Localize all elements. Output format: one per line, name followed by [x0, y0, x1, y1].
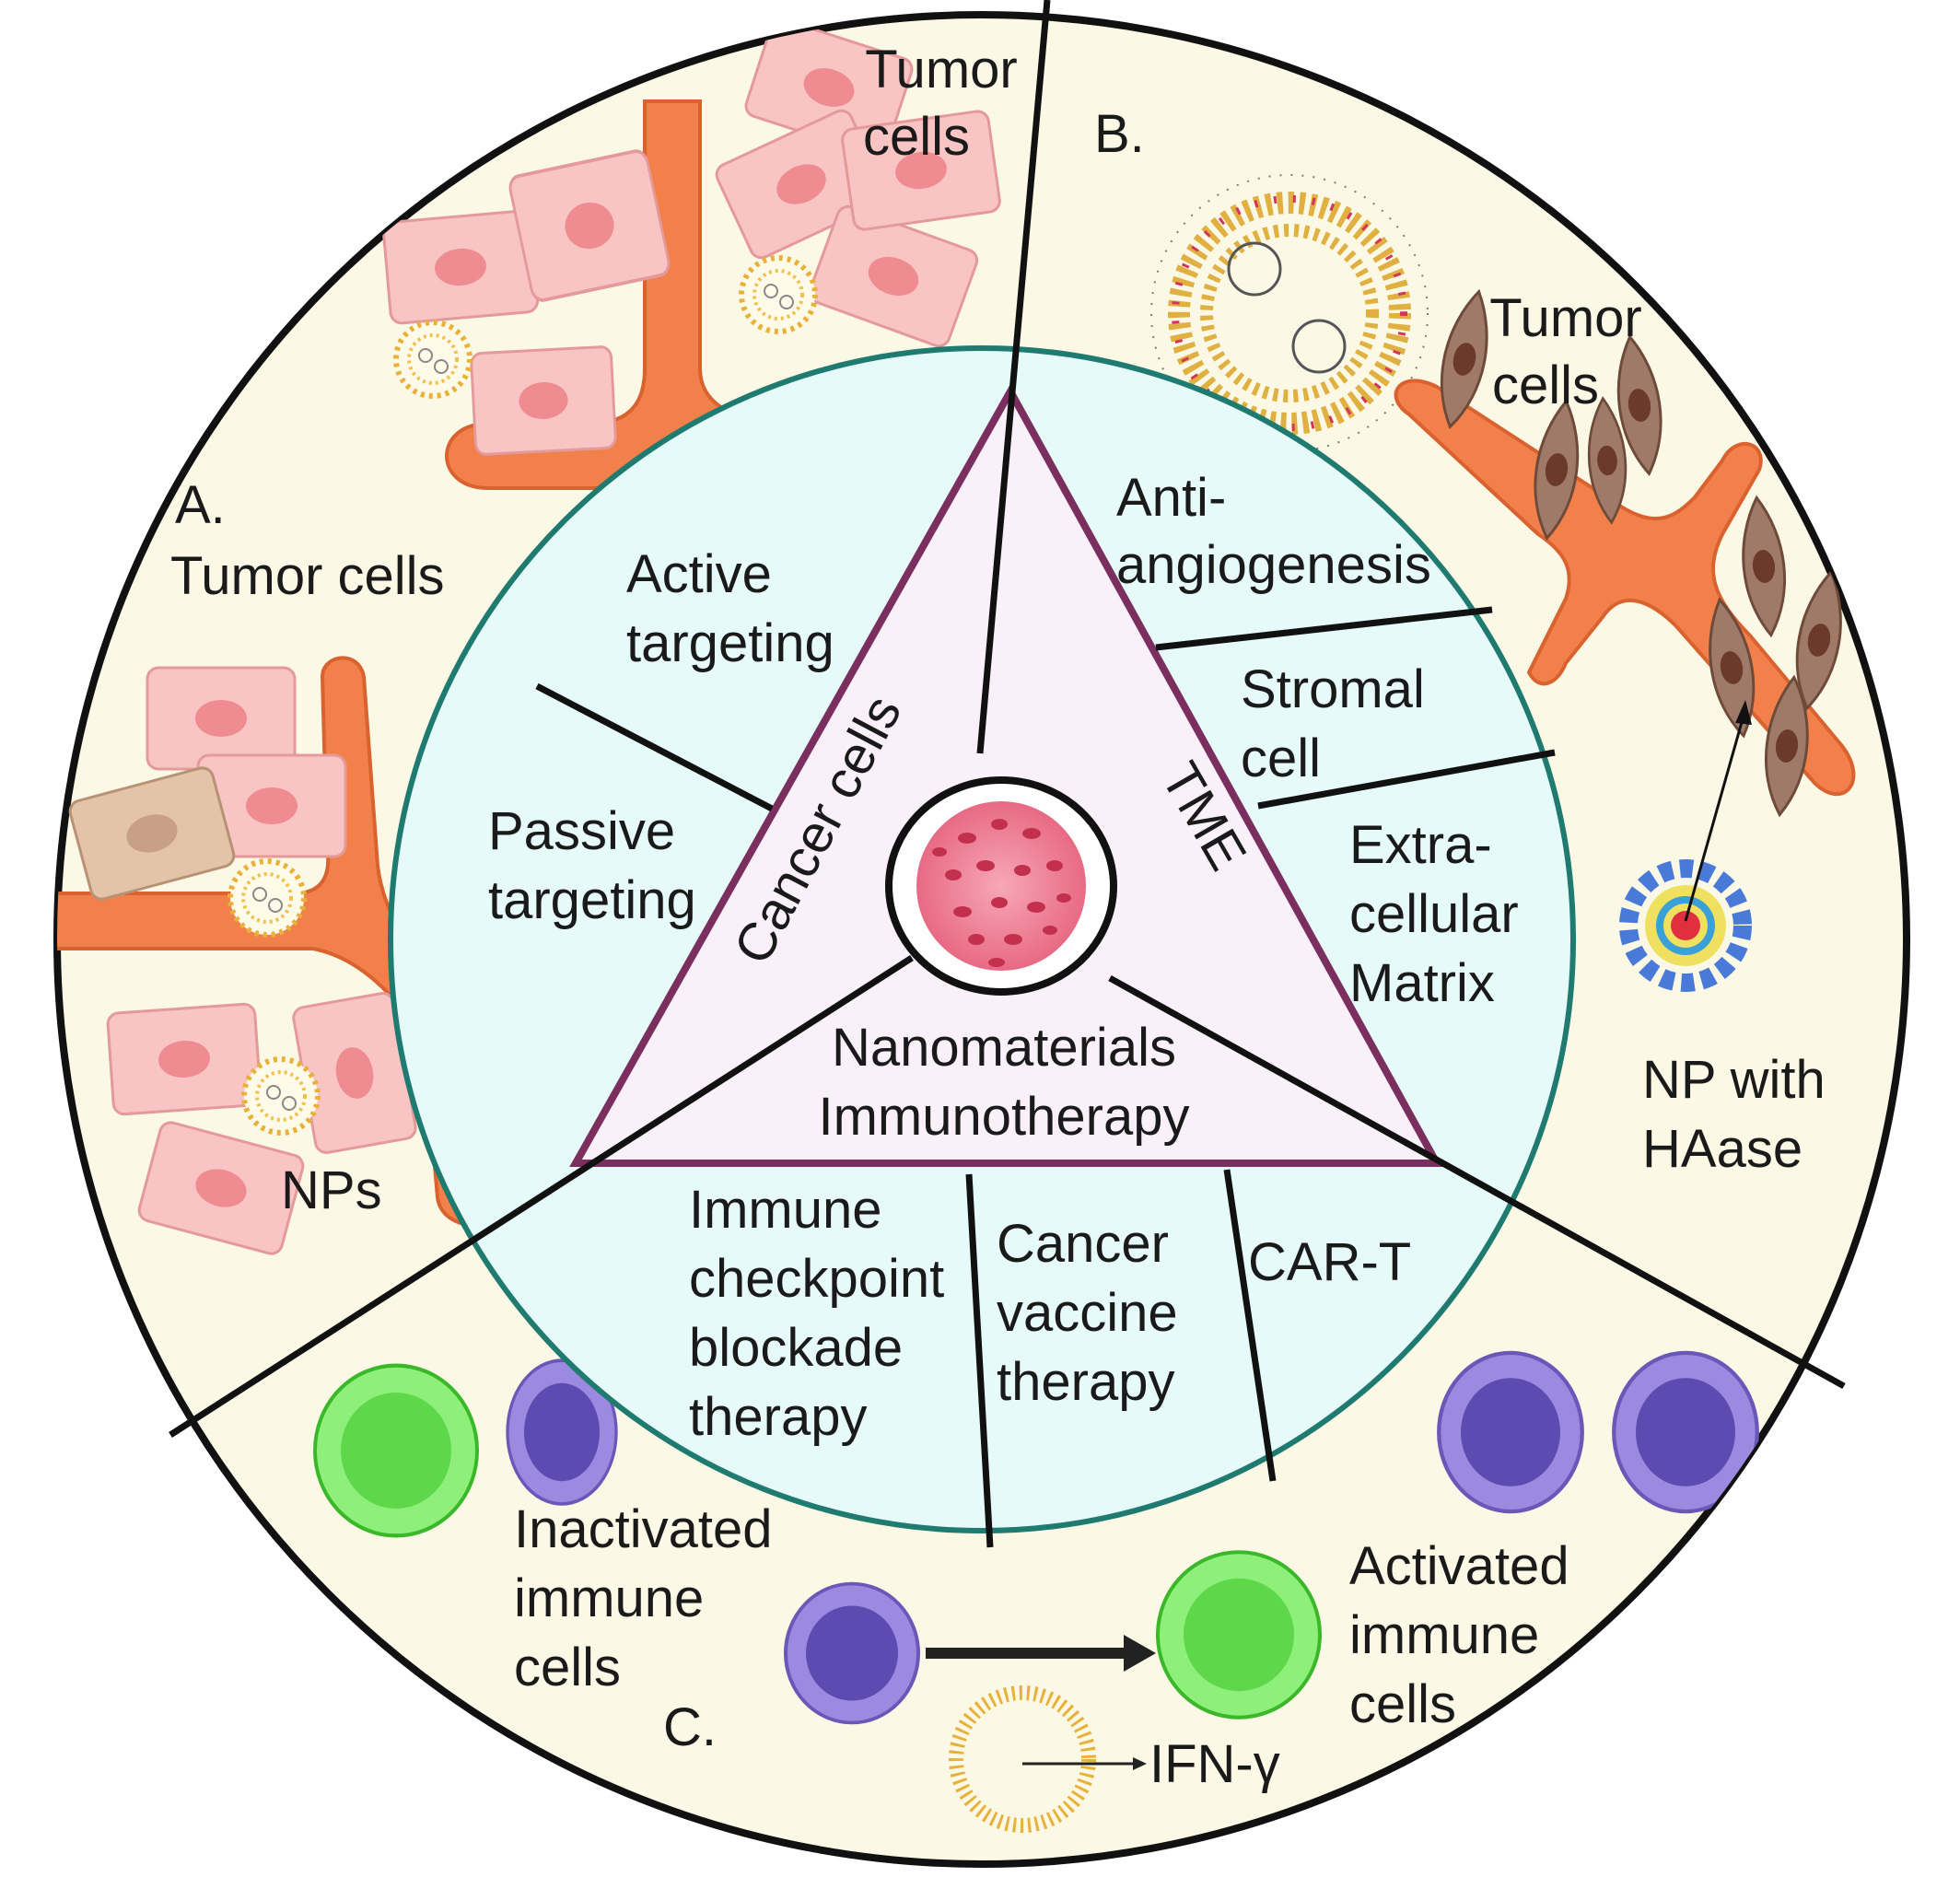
activated-line3: cells	[1349, 1674, 1456, 1734]
icb-therapy-line1: Immune	[689, 1180, 882, 1240]
car-t-label: CAR-T	[1248, 1232, 1411, 1292]
panel-a-top-label-line2: cells	[863, 107, 970, 167]
nanoparticle-icon	[230, 861, 304, 935]
center-title-line2: Immunotherapy	[819, 1087, 1190, 1147]
cancer-vaccine-line2: vaccine	[997, 1283, 1178, 1343]
panel-b-tumor-label-line2: cells	[1492, 356, 1599, 415]
divider-active-passive	[535, 682, 774, 812]
nanoparticle-icon	[244, 1059, 318, 1133]
extracellular-matrix-line2: cellular	[1349, 884, 1519, 944]
active-targeting-line1: Active	[626, 544, 772, 604]
stromal-cell-line1: Stromal	[1241, 659, 1425, 719]
sector-dividers	[169, 0, 1846, 1548]
lipid-nanoparticle-icon	[1150, 174, 1429, 452]
haase-nanoparticle-icon	[1619, 859, 1752, 992]
arrowhead	[1735, 700, 1752, 725]
activated-line2: immune	[1349, 1605, 1539, 1665]
tumor-cell	[105, 1002, 263, 1116]
np-haase-label-line2: HAase	[1642, 1119, 1802, 1179]
extracellular-matrix-line1: Extra-	[1349, 815, 1492, 875]
inactivated-line2: immune	[514, 1568, 704, 1628]
panel-c-illustration	[315, 1353, 1757, 1833]
activation-arrowhead	[1124, 1635, 1156, 1672]
icb-therapy-line3: blockade	[689, 1318, 903, 1378]
activated-immune-cell-icon	[1439, 1353, 1582, 1511]
panel-c-letter: C.	[663, 1697, 717, 1757]
extracellular-matrix-line3: Matrix	[1349, 953, 1495, 1013]
panel-b-tumor-label-line1: Tumor	[1489, 288, 1641, 348]
divider-icb-vaccine	[965, 1173, 994, 1548]
activated-immune-cell-icon	[1158, 1552, 1320, 1718]
divider-a-b	[976, 0, 1051, 754]
tumor-cell	[469, 344, 618, 457]
panel-a-top-label-line1: Tumor	[865, 40, 1017, 99]
inactivated-line1: Inactivated	[514, 1499, 773, 1559]
cytokine-arrowhead	[1133, 1757, 1147, 1770]
cancer-vaccine-line1: Cancer	[997, 1214, 1169, 1274]
arrow	[1684, 708, 1747, 922]
nanoparticle-icon	[741, 258, 815, 332]
tumor-cell	[506, 147, 673, 304]
cancer-vaccine-line3: therapy	[997, 1352, 1174, 1412]
center-title-line1: Nanomaterials	[832, 1018, 1176, 1078]
liposome-icon	[949, 1685, 1096, 1833]
passive-targeting-line2: targeting	[488, 870, 696, 930]
anti-angiogenesis-line1: Anti-	[1116, 468, 1226, 528]
panel-a-letter: A.	[175, 475, 226, 535]
tumor-cell-damaged	[68, 766, 236, 901]
inactivated-immune-cell-icon	[784, 1581, 920, 1725]
stromal-cell-line2: cell	[1241, 729, 1321, 788]
tumor-cell-dots	[932, 819, 1071, 967]
divider-stromal-ecm	[1257, 749, 1556, 810]
divider-vaccine-cart	[1223, 1169, 1277, 1482]
anti-angiogenesis-line2: angiogenesis	[1116, 535, 1431, 595]
panel-b-illustration	[1150, 174, 1856, 992]
panel-b-letter: B.	[1094, 104, 1145, 164]
np-haase-label-line1: NP with	[1642, 1050, 1826, 1110]
activated-immune-cell-icon	[1614, 1353, 1757, 1511]
passive-targeting-line1: Passive	[488, 801, 675, 861]
active-targeting-line2: targeting	[626, 613, 834, 673]
activated-immune-cell-icon	[315, 1366, 477, 1536]
inactivated-line3: cells	[514, 1638, 621, 1697]
panel-a-heading: Tumor cells	[170, 546, 445, 606]
divider-b-c	[1108, 974, 1846, 1390]
ifn-gamma-label: IFN-γ	[1149, 1734, 1280, 1794]
divider-a-c	[169, 955, 914, 1438]
icb-therapy-line4: therapy	[689, 1387, 867, 1447]
divider-anti-stromal	[1155, 606, 1493, 651]
activated-line1: Activated	[1349, 1536, 1569, 1596]
nanoparticle-icon	[396, 322, 470, 396]
icb-therapy-line2: checkpoint	[689, 1249, 944, 1309]
nps-label: NPs	[281, 1160, 382, 1220]
tumor-cell	[381, 208, 540, 326]
